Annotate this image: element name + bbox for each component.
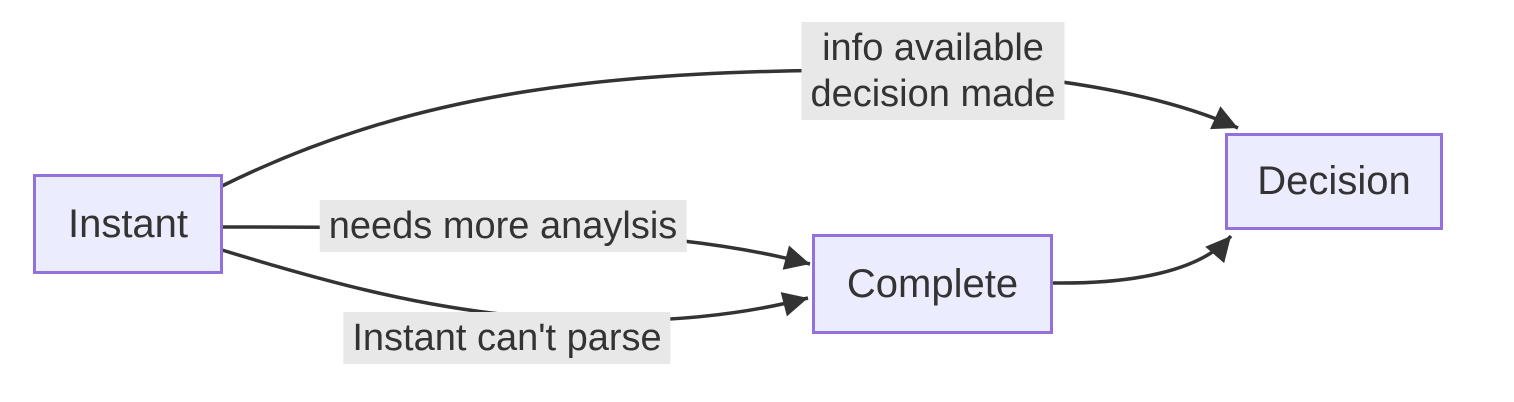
node-label: Complete: [846, 261, 1019, 306]
node-complete: Complete: [812, 234, 1053, 334]
node-label: Decision: [1257, 159, 1411, 203]
node-decision: Decision: [1225, 133, 1443, 230]
edge-label-info-available-decision-made: info available decision made: [801, 22, 1065, 120]
edge-label-line: info available: [822, 27, 1044, 69]
edge-complete-to-decision: [1052, 234, 1233, 285]
edge-instant-to-complete-lower: [221, 248, 809, 323]
edge-label-line: decision made: [810, 73, 1056, 115]
edge-label-instant-cant-parse: Instant can't parse: [343, 312, 671, 364]
edge-label-needs-more-anaylsis: needs more anaylsis: [319, 200, 687, 252]
edge-instant-to-decision: [221, 68, 1239, 188]
node-label: Instant: [67, 201, 189, 246]
node-instant: Instant: [33, 174, 223, 274]
